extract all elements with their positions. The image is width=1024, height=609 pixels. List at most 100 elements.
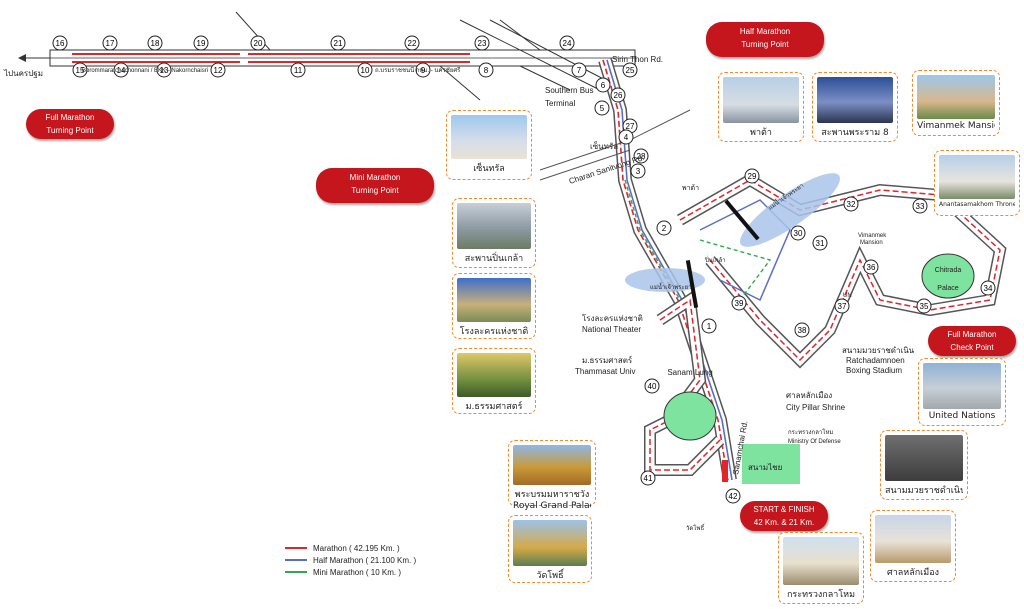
km-marker-circle — [250, 35, 266, 51]
km-marker-label: 9 — [421, 66, 426, 75]
un-small-label: UN — [843, 293, 852, 299]
left-destination-label: ไปนครปฐม — [3, 69, 43, 78]
legend: Marathon ( 42.195 Km. ) Half Marathon ( … — [285, 542, 416, 578]
chitrada-label-1: Chitrada — [935, 267, 962, 274]
km-marker-circle — [357, 62, 373, 78]
km-marker: 17 — [102, 35, 118, 51]
callout-thammasat: ม.ธรรมศาสตร์ — [452, 348, 536, 414]
km-marker: 18 — [147, 35, 163, 51]
chitrada-label-2: Palace — [937, 285, 959, 292]
km-marker-circle — [72, 62, 88, 78]
km-marker: 37 — [834, 298, 850, 314]
km-marker: 5 — [594, 100, 610, 116]
km-marker: 29 — [744, 168, 760, 184]
km-marker-circle — [52, 35, 68, 51]
km-marker-label: 21 — [334, 39, 343, 48]
km-marker-circle — [559, 35, 575, 51]
km-marker: 13 — [156, 62, 172, 78]
km-marker: 34 — [980, 280, 996, 296]
km-marker: 42 — [725, 488, 741, 504]
road-east-label: ถ.บรมราชชนนี กทม. - นครชัยศรี — [375, 66, 461, 74]
callout-grand-palace: พระบรมมหาราชวัง Royal Grand Palace — [508, 440, 596, 511]
km-marker-circle — [843, 196, 859, 212]
km-marker-circle — [478, 62, 494, 78]
km-marker: 3 — [630, 163, 646, 179]
km-marker-label: 26 — [614, 91, 623, 100]
km-marker-circle — [210, 62, 226, 78]
km-marker-label: 17 — [106, 39, 115, 48]
km-marker-label: 20 — [254, 39, 263, 48]
callout-wat-pho: วัดโพธิ์ — [508, 515, 592, 583]
sanam-chai-park — [742, 444, 800, 484]
km-marker-label: 38 — [798, 326, 807, 335]
km-marker-circle — [113, 62, 129, 78]
terminal-label: Terminal — [545, 99, 575, 108]
km-marker-circle — [656, 220, 672, 236]
km-marker-circle — [290, 62, 306, 78]
km-marker-label: 1 — [707, 322, 712, 331]
km-marker: 28 — [633, 148, 649, 164]
km-marker-label: 24 — [563, 39, 572, 48]
km-marker-circle — [415, 62, 431, 78]
km-marker-circle — [622, 62, 638, 78]
boxing-en1-label: Ratchadamnoen — [846, 356, 905, 365]
km-marker: 14 — [113, 62, 129, 78]
km-marker-circle — [474, 35, 490, 51]
km-marker: 39 — [731, 295, 747, 311]
km-marker-label: 6 — [601, 81, 606, 90]
km-marker: 15 — [72, 62, 88, 78]
km-marker: 2 — [656, 220, 672, 236]
shrine-en-label: City Pillar Shrine — [786, 403, 846, 412]
callout-phra-athit: พาต้า — [718, 72, 804, 142]
km-marker-label: 36 — [867, 263, 876, 272]
central-th-label: เซ็นทรัล — [590, 141, 618, 151]
km-marker: 21 — [330, 35, 346, 51]
km-marker-circle — [790, 225, 806, 241]
km-marker-circle — [834, 298, 850, 314]
km-marker: 10 — [357, 62, 373, 78]
km-marker: 19 — [193, 35, 209, 51]
km-marker: 41 — [640, 470, 656, 486]
sanam-luang-park — [663, 391, 717, 441]
callout-city-pillar: ศาลหลักเมือง — [870, 510, 956, 582]
km-marker-circle — [794, 322, 810, 338]
callout-defense: กระทรวงกลาโหม — [778, 532, 864, 604]
chitrada-park — [921, 253, 975, 299]
km-marker: 32 — [843, 196, 859, 212]
callout-central: เซ็นทรัล — [446, 110, 532, 180]
sirindhorn-road-label: Sirin Thon Rd. — [612, 55, 663, 64]
km-marker-circle — [102, 35, 118, 51]
km-marker-circle — [912, 198, 928, 214]
boxing-th-label: สนามมวยราชดำเนิน — [842, 346, 915, 355]
km-marker-circle — [618, 129, 634, 145]
km-marker-label: 25 — [626, 66, 635, 75]
km-marker: 38 — [794, 322, 810, 338]
km-marker: 12 — [210, 62, 226, 78]
callout-throne-hall: Anantasamakhom Throne Hall — [934, 150, 1020, 216]
km-marker-label: 31 — [816, 239, 825, 248]
km-marker: 33 — [912, 198, 928, 214]
callout-ratchadamnoen: สนามมวยราชดำเนิน — [880, 430, 968, 500]
phata-label: พาต้า — [682, 184, 699, 192]
km-marker: 20 — [250, 35, 266, 51]
km-marker-circle — [916, 298, 932, 314]
river-label-west: แม่น้ำเจ้าพระยา — [650, 281, 692, 291]
top-road — [18, 11, 636, 101]
km-marker: 9 — [415, 62, 431, 78]
km-marker-circle — [812, 235, 828, 251]
km-marker: 16 — [52, 35, 68, 51]
km-marker-circle — [731, 295, 747, 311]
km-marker-circle — [640, 470, 656, 486]
pinklao-bridge-label: ปิ่นเกล้า — [704, 256, 725, 264]
km-marker-label: 5 — [600, 104, 605, 113]
callout-vimanmek: Vimanmek Mansion — [912, 70, 1000, 136]
legend-marathon: Marathon ( 42.195 Km. ) — [285, 543, 400, 553]
km-marker: 26 — [610, 87, 626, 103]
km-marker-label: 15 — [76, 66, 85, 75]
km-marker-label: 35 — [920, 302, 929, 311]
km-marker-label: 4 — [624, 133, 629, 142]
km-marker-circle — [744, 168, 760, 184]
